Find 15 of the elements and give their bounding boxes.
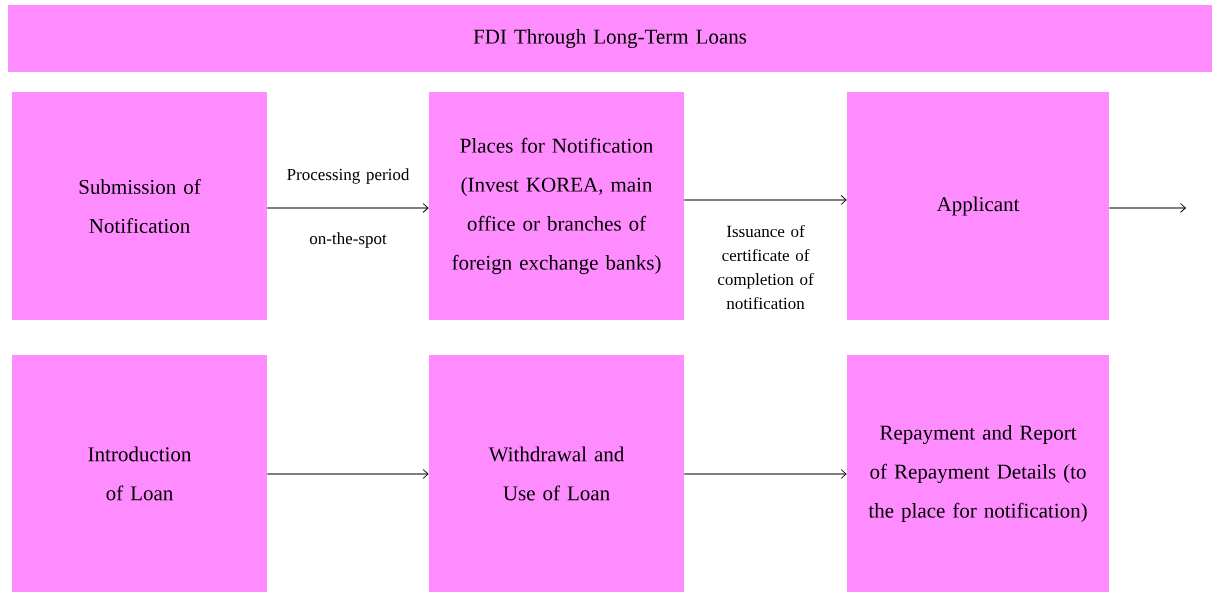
arrow [1108, 203, 1186, 213]
process-box: Places for Notification (Invest KOREA, main office or branches of foreign exchange banks) [429, 92, 684, 320]
process-box: Introduction of Loan [12, 355, 267, 592]
edge-label: Issuance of certificate of completion of notification [718, 224, 814, 310]
arrow [683, 195, 847, 205]
arrow [266, 469, 429, 479]
arrow-label: on-the-spot [309, 232, 387, 248]
process-box: Withdrawal and Use of Loan [429, 355, 684, 592]
process-box: Submission of Notification [12, 92, 267, 320]
process-box: Applicant [847, 92, 1109, 320]
edge-label: Processing period [287, 168, 410, 184]
title-banner: FDI Through Long-Term Loans [8, 5, 1212, 72]
arrow [683, 469, 847, 479]
process-box: Repayment and Report of Repayment Details (to the place for notification) [847, 355, 1109, 592]
arrow [266, 203, 429, 213]
